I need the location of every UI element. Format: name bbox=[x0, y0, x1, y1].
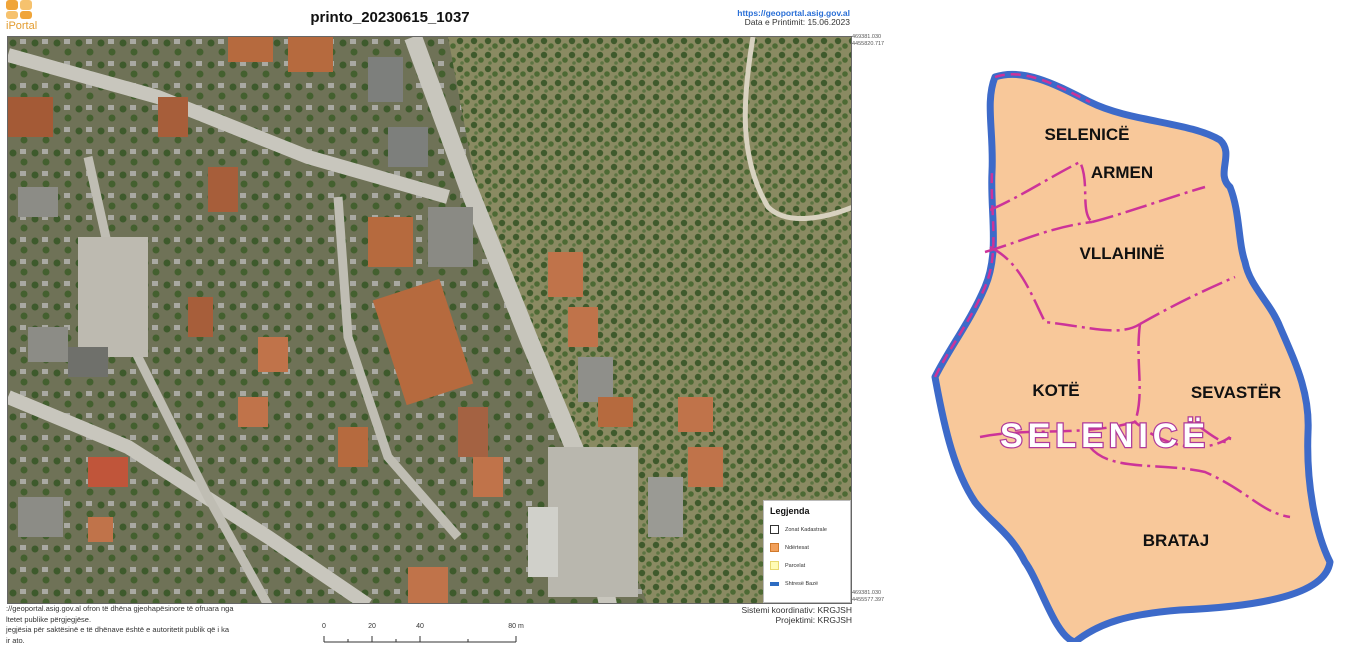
unit-boundaries bbox=[979, 160, 1291, 519]
scale-tick-label: 0 bbox=[322, 623, 326, 630]
coordinate-system-info: Sistemi koordinativ: KRGJSH Projektimi: … bbox=[640, 605, 852, 625]
projection: Projektimi: KRGJSH bbox=[775, 615, 852, 625]
legend-label: Zonat Kadastrale bbox=[785, 526, 827, 533]
legend-item-parcels: Parcelat bbox=[770, 558, 844, 573]
district-name-label: SELENICË bbox=[1000, 417, 1210, 455]
district-boundary bbox=[931, 70, 1334, 642]
unit-label-armen: ARMEN bbox=[1091, 163, 1153, 182]
print-date: Data e Printimit: 15.06.2023 bbox=[744, 17, 850, 27]
legend-item-base-layer: Shtresë Bazë bbox=[770, 576, 844, 591]
print-title: printo_20230615_1037 bbox=[310, 9, 470, 26]
geoportal-logo bbox=[6, 0, 32, 19]
legend-item-cadastral-zones: Zonat Kadastrale bbox=[770, 522, 844, 537]
coordinate-bottom-right: 469381.030 4455577.397 bbox=[852, 590, 892, 604]
map-legend: Legjenda Zonat Kadastrale Ndërtesat Parc… bbox=[763, 500, 851, 603]
coordinate-top-right: 469381.030 4455820.717 bbox=[852, 34, 892, 48]
legend-label: Ndërtesat bbox=[785, 544, 809, 551]
legend-title: Legjenda bbox=[770, 506, 810, 516]
logo-text: iPortal bbox=[6, 20, 38, 32]
scale-tick-label: 80 m bbox=[508, 623, 524, 630]
scale-tick-label: 20 bbox=[368, 623, 376, 630]
legend-item-buildings: Ndërtesat bbox=[770, 540, 844, 555]
legend-swatch bbox=[770, 525, 779, 534]
coordinate-x: 469381.030 bbox=[852, 590, 882, 596]
disclaimer-line: jegjësia për saktësinë e të dhënave ësht… bbox=[6, 625, 230, 634]
disclaimer-text: ://geoportal.asig.gov.al ofron të dhëna … bbox=[6, 604, 306, 646]
coordinate-y: 4455577.397 bbox=[852, 597, 885, 603]
legend-label: Parcelat bbox=[785, 562, 806, 569]
unit-label-kote: KOTË bbox=[1032, 381, 1079, 400]
portal-url-link[interactable]: https://geoportal.asig.gov.al bbox=[737, 8, 850, 18]
unit-label-sevaster: SEVASTËR bbox=[1191, 383, 1281, 402]
disclaimer-line: ://geoportal.asig.gov.al ofron të dhëna … bbox=[6, 604, 234, 613]
disclaimer-line: ir ato. bbox=[6, 635, 25, 645]
aerial-map-frame[interactable] bbox=[7, 36, 852, 604]
scale-bar: 0 20 40 80 m bbox=[322, 623, 524, 643]
disclaimer-line: ltetet publike përgjegjëse. bbox=[6, 614, 92, 624]
legend-swatch bbox=[770, 561, 779, 570]
coordinate-y: 4455820.717 bbox=[852, 41, 885, 47]
unit-label-vllahine: VLLAHINË bbox=[1080, 244, 1165, 263]
print-sheet: iPortal printo_20230615_1037 https://geo… bbox=[6, 0, 884, 646]
legend-swatch bbox=[770, 581, 779, 586]
aerial-imagery bbox=[8, 37, 851, 603]
unit-label-brataj: BRATAJ bbox=[1143, 531, 1209, 550]
scale-tick-label: 40 bbox=[416, 623, 424, 630]
selenice-district-map: SELENICË ARMEN VLLAHINË KOTË SEVASTËR BR… bbox=[931, 70, 1334, 642]
coordinate-system: Sistemi koordinativ: KRGJSH bbox=[741, 605, 852, 615]
legend-swatch bbox=[770, 543, 779, 552]
unit-label-selenice: SELENICË bbox=[1044, 125, 1129, 144]
coordinate-x: 469381.030 bbox=[852, 34, 882, 40]
legend-label: Shtresë Bazë bbox=[785, 580, 819, 587]
